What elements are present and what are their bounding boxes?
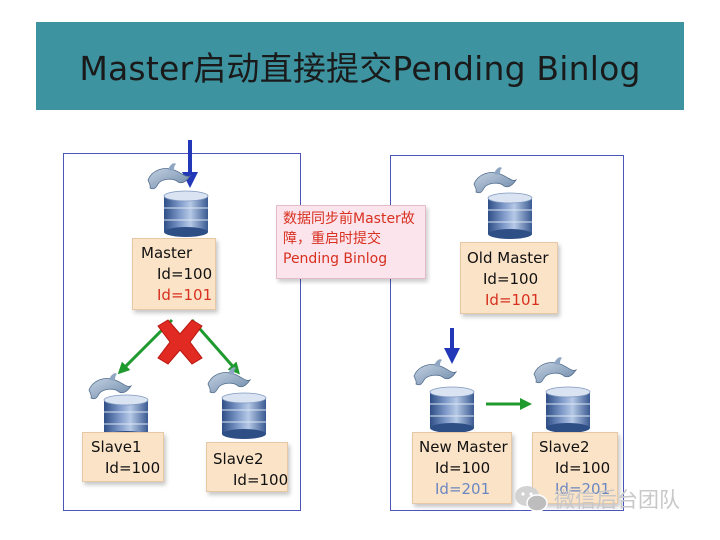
slave2-label: Slave2 bbox=[213, 450, 264, 468]
slave1-label: Slave1 bbox=[91, 438, 142, 456]
master-id-101: Id=101 bbox=[157, 286, 213, 304]
database-server-icon bbox=[487, 192, 533, 240]
red-x-icon bbox=[157, 319, 203, 365]
title-banner: Master启动直接提交Pending Binlog bbox=[36, 22, 684, 110]
database-server-icon bbox=[429, 386, 475, 434]
database-server-icon bbox=[221, 392, 267, 440]
watermark: 微信后台团队 bbox=[514, 484, 680, 514]
slave2-id: Id=100 bbox=[233, 471, 289, 489]
slave1-node-box: Slave1 Id=100 bbox=[82, 432, 164, 482]
watermark-text: 微信后台团队 bbox=[554, 488, 680, 512]
note-line-1: 数据同步前Master故 bbox=[283, 211, 415, 227]
right-slave2-id-201: Id=201 bbox=[555, 480, 611, 498]
new-master-id-100: Id=100 bbox=[435, 459, 491, 477]
master-id-100: Id=100 bbox=[157, 265, 213, 283]
dolphin-icon bbox=[413, 358, 457, 386]
note-line-2: 障，重启时提交 bbox=[283, 231, 381, 247]
new-master-label: New Master bbox=[419, 438, 508, 456]
failure-note: 数据同步前Master故 障，重启时提交 Pending Binlog bbox=[276, 205, 426, 279]
wechat-logo-icon bbox=[515, 486, 548, 512]
new-master-id-201: Id=201 bbox=[435, 480, 491, 498]
dolphin-icon bbox=[473, 166, 517, 194]
slave1-id: Id=100 bbox=[105, 459, 161, 477]
right-slave2-node-box: Slave2 Id=100 Id=201 bbox=[532, 432, 618, 504]
dolphin-icon bbox=[147, 162, 191, 190]
dolphin-icon bbox=[533, 356, 577, 384]
old-master-id-100: Id=100 bbox=[483, 270, 539, 288]
slave2-node-box: Slave2 Id=100 bbox=[206, 442, 288, 492]
note-line-3: Pending Binlog bbox=[283, 251, 388, 267]
right-slave2-id-100: Id=100 bbox=[555, 459, 611, 477]
slide-title: Master启动直接提交Pending Binlog bbox=[79, 49, 641, 88]
old-master-node-box: Old Master Id=100 Id=101 bbox=[460, 242, 558, 314]
old-master-label: Old Master bbox=[467, 249, 549, 267]
right-slave2-label: Slave2 bbox=[539, 438, 590, 456]
master-node-box: Master Id=100 Id=101 bbox=[132, 238, 216, 310]
database-server-icon bbox=[545, 386, 591, 434]
dolphin-icon bbox=[207, 366, 251, 394]
master-label: Master bbox=[141, 244, 193, 262]
database-server-icon bbox=[163, 190, 209, 238]
new-master-node-box: New Master Id=100 Id=201 bbox=[412, 432, 512, 504]
old-master-id-101: Id=101 bbox=[485, 291, 541, 309]
